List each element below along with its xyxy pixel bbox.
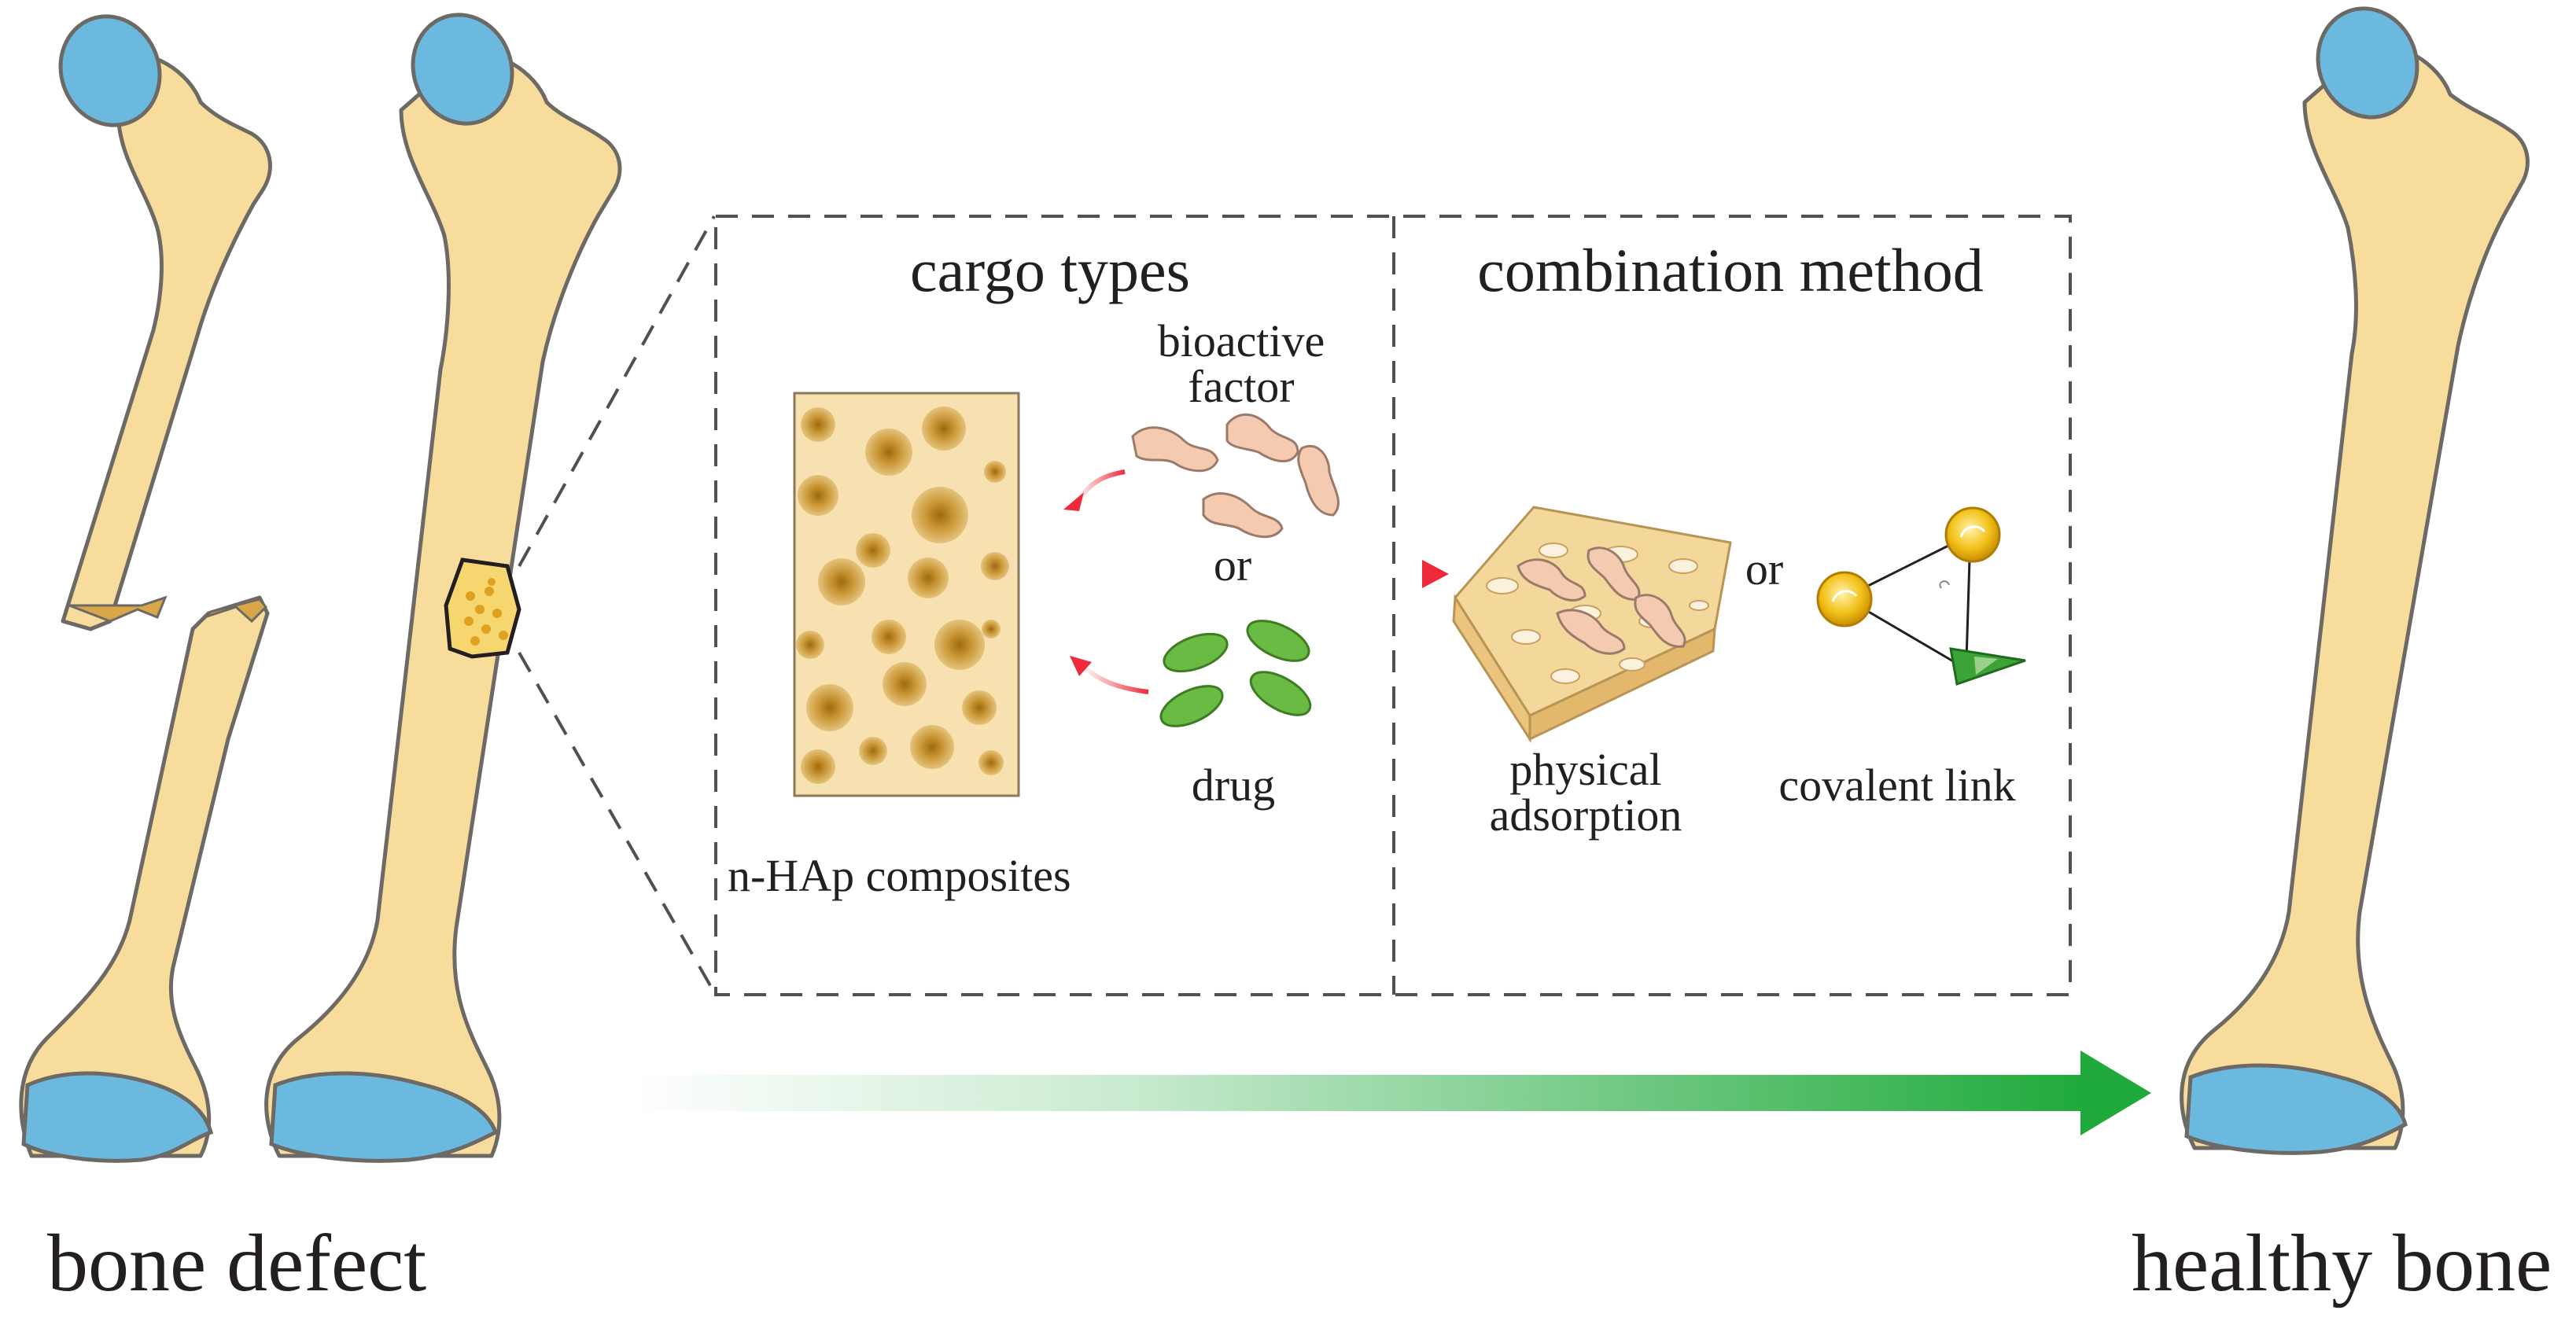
- label-n-hap-composites: n-HAp composites: [728, 850, 1071, 901]
- label-covalent-link: covalent link: [1778, 760, 2016, 811]
- label-healthy-bone: healthy bone: [2132, 1218, 2552, 1308]
- femur-with-implant-icon: [264, 13, 622, 1163]
- heading-combination-method: combination method: [1477, 236, 1984, 304]
- label-physical-adsorption: physical adsorption: [1490, 747, 1682, 838]
- red-arrowhead: [1063, 492, 1084, 511]
- bioactive-factor-icon: [1131, 413, 1340, 539]
- progress-arrow-shaft: [629, 1075, 2084, 1111]
- red-straight-arrowhead: [1422, 560, 1449, 588]
- label-bioactive-factor-line1: bioactive: [1157, 315, 1325, 366]
- label-physical-adsorption-line2: adsorption: [1489, 789, 1682, 841]
- heading-cargo-types: cargo types: [910, 236, 1190, 304]
- label-or-cargo: or: [1213, 539, 1252, 591]
- label-bioactive-factor: bioactive factor: [1158, 318, 1325, 410]
- inset-dashed-frame: [714, 215, 2072, 996]
- zoom-lines: [518, 215, 716, 993]
- label-bone-defect: bone defect: [47, 1218, 427, 1308]
- adsorbed-scaffold-icon: [1452, 506, 1732, 744]
- covalent-link-icon: [1816, 506, 2026, 686]
- porous-composite-icon: [793, 392, 1020, 797]
- label-drug: drug: [1191, 760, 1276, 811]
- progress-arrowhead: [2080, 1051, 2151, 1135]
- label-physical-adsorption-line1: physical: [1509, 744, 1662, 795]
- label-bioactive-factor-line2: factor: [1188, 361, 1295, 412]
- red-curved-arrow-drug: [1079, 662, 1149, 694]
- label-or-method: or: [1745, 543, 1784, 594]
- red-arrowhead-drug: [1070, 656, 1092, 676]
- drug-capsule-icon: [1159, 620, 1312, 727]
- broken-femur-icon: [19, 14, 272, 1163]
- healthy-femur-icon: [2180, 6, 2530, 1155]
- red-curved-arrow: [1074, 469, 1126, 505]
